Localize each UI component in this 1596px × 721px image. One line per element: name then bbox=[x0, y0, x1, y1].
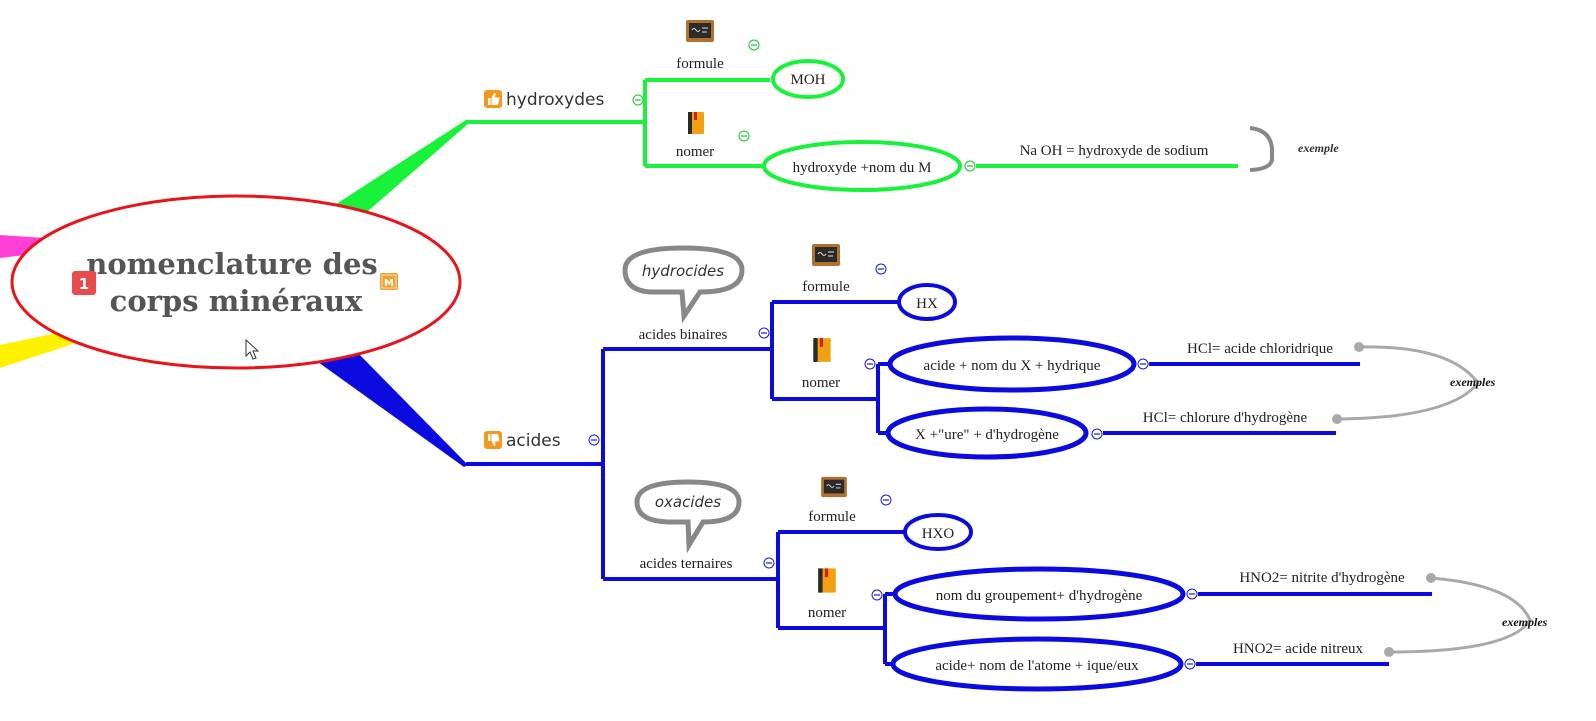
binaires-nomer-collapse-icon[interactable] bbox=[864, 358, 876, 370]
oxacides-callout[interactable]: oxacides bbox=[634, 479, 742, 554]
book-icon bbox=[818, 568, 836, 593]
hydroxydes-formule-value-node[interactable]: MOH bbox=[771, 59, 845, 99]
binaires-example-1[interactable]: HCl= acide chloridrique bbox=[1187, 341, 1333, 357]
binaires-nomer-option-1-text: acide + nom du X + hydrique bbox=[924, 358, 1101, 374]
hydrocides-callout-text: hydrocides bbox=[642, 262, 724, 280]
hydroxydes-nomer-value-node[interactable]: hydroxyde +nom du M bbox=[762, 140, 962, 192]
ternaires-nomer-option-1[interactable]: nom du groupement+ d'hydrogène bbox=[892, 566, 1186, 622]
binaires-option1-collapse-icon[interactable] bbox=[1137, 358, 1149, 370]
note-badge-icon[interactable]: M bbox=[380, 273, 398, 290]
hydroxydes-label[interactable]: hydroxydes bbox=[506, 90, 604, 110]
binaires-option2-collapse-icon[interactable] bbox=[1091, 428, 1103, 440]
ternaires-example-1[interactable]: HNO2= nitrite d'hydrogène bbox=[1239, 570, 1405, 586]
book-icon bbox=[813, 338, 831, 362]
priority-badge: 1 bbox=[72, 271, 96, 295]
central-topic-title-line1: nomenclature des bbox=[86, 247, 377, 281]
ternaires-option1-collapse-icon[interactable] bbox=[1186, 588, 1198, 600]
hydroxydes-nomer-value-collapse-icon[interactable] bbox=[964, 160, 976, 172]
binaires-formule-label[interactable]: formule bbox=[802, 279, 850, 295]
blackboard-icon bbox=[820, 476, 848, 498]
mouse-cursor-icon bbox=[245, 338, 260, 360]
hydroxydes-example-note[interactable]: exemple bbox=[1298, 141, 1339, 155]
ternaires-option2-collapse-icon[interactable] bbox=[1184, 658, 1196, 670]
ternaires-nomer-collapse-icon[interactable] bbox=[871, 589, 883, 601]
central-topic[interactable]: nomenclature des corps minéraux 1 M bbox=[10, 194, 462, 370]
acides-collapse-icon[interactable] bbox=[588, 434, 600, 446]
binaires-formule-value: HX bbox=[916, 296, 938, 312]
hydroxydes-nomer-label[interactable]: nomer bbox=[676, 144, 714, 160]
binaires-examples-note[interactable]: exemples bbox=[1450, 375, 1496, 389]
ternaires-formule-label[interactable]: formule bbox=[808, 509, 856, 525]
svg-text:1: 1 bbox=[79, 275, 89, 293]
thumbs-up-icon bbox=[484, 90, 502, 108]
offscreen-branch-magenta bbox=[0, 235, 45, 258]
ternaires-nomer-option-2-text: acide+ nom de l'atome + ique/eux bbox=[935, 658, 1139, 674]
hydroxydes-nomer-collapse-icon[interactable] bbox=[738, 130, 750, 142]
central-topic-title-line2: corps minéraux bbox=[110, 284, 363, 318]
binaires-example-2[interactable]: HCl= chlorure d'hydrogène bbox=[1143, 410, 1308, 426]
ternaires-example-2[interactable]: HNO2= acide nitreux bbox=[1233, 641, 1364, 657]
binaires-nomer-option-1[interactable]: acide + nom du X + hydrique bbox=[887, 335, 1137, 393]
hydroxydes-example-brace bbox=[1249, 126, 1274, 172]
acides-binaires-label[interactable]: acides binaires bbox=[639, 327, 728, 343]
hydroxydes-branch-connector bbox=[327, 120, 468, 218]
hydrocides-callout[interactable]: hydrocides bbox=[622, 245, 745, 324]
ternaires-examples-relationship bbox=[1384, 573, 1532, 657]
hydroxydes-collapse-icon[interactable] bbox=[632, 94, 644, 106]
ternaires-formule-collapse-icon[interactable] bbox=[880, 494, 892, 506]
ternaires-examples-note[interactable]: exemples bbox=[1502, 615, 1548, 629]
hydroxydes-formule-value: MOH bbox=[790, 72, 825, 88]
binaires-formule-value-node[interactable]: HX bbox=[897, 283, 957, 321]
oxacides-callout-text: oxacides bbox=[655, 493, 721, 511]
ternaires-nomer-option-2[interactable]: acide+ nom de l'atome + ique/eux bbox=[890, 636, 1184, 692]
binaires-nomer-label[interactable]: nomer bbox=[802, 375, 840, 391]
binaires-nomer-option-2[interactable]: X +"ure" + d'hydrogène bbox=[885, 406, 1089, 460]
acides-ternaires-label[interactable]: acides ternaires bbox=[640, 556, 733, 572]
acides-binaires-collapse-icon[interactable] bbox=[758, 327, 770, 339]
ternaires-formule-value: HXO bbox=[922, 526, 955, 542]
acides-branch-connector bbox=[318, 350, 468, 467]
hydroxydes-nomer-value: hydroxyde +nom du M bbox=[793, 160, 932, 176]
ternaires-formule-value-node[interactable]: HXO bbox=[903, 513, 973, 551]
binaires-examples-relationship bbox=[1332, 342, 1480, 424]
svg-text:M: M bbox=[384, 278, 394, 289]
blackboard-icon bbox=[811, 243, 841, 267]
acides-ternaires-collapse-icon[interactable] bbox=[763, 557, 775, 569]
ternaires-nomer-option-1-text: nom du groupement+ d'hydrogène bbox=[936, 588, 1143, 604]
hydroxydes-example-text[interactable]: Na OH = hydroxyde de sodium bbox=[1020, 143, 1209, 159]
binaires-formule-collapse-icon[interactable] bbox=[875, 263, 887, 275]
hydroxydes-formule-label[interactable]: formule bbox=[676, 56, 724, 72]
thumbs-down-icon bbox=[484, 431, 502, 449]
book-icon bbox=[688, 112, 704, 134]
ternaires-nomer-label[interactable]: nomer bbox=[808, 605, 846, 621]
blackboard-icon bbox=[685, 19, 715, 43]
acides-label[interactable]: acides bbox=[506, 431, 561, 451]
binaires-nomer-option-2-text: X +"ure" + d'hydrogène bbox=[915, 427, 1059, 443]
hydroxydes-formule-collapse-icon[interactable] bbox=[748, 39, 760, 51]
